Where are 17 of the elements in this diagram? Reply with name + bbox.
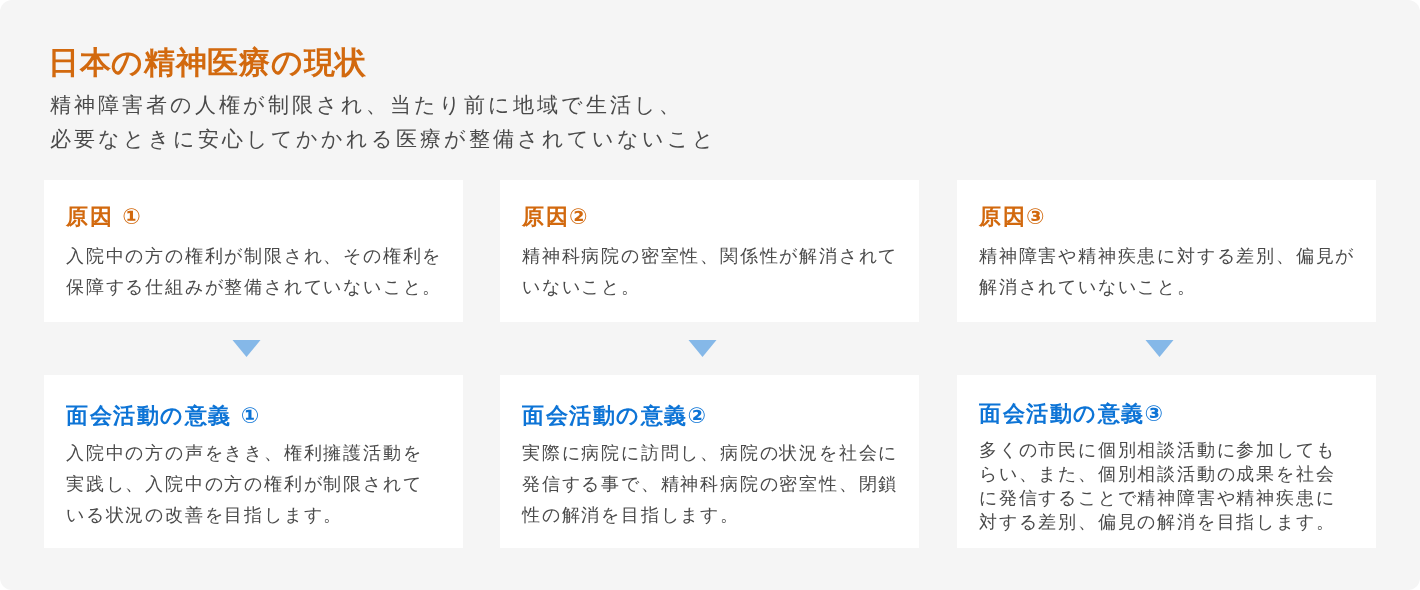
card-text: 精神科病院の密室性、関係性が解消されていないこと。 [522, 243, 900, 299]
down-arrow [688, 340, 717, 357]
card-text: 入院中の方の権利が制限され、その権利を保障する仕組みが整備されていないこと。 [66, 243, 444, 299]
card-heading: 原因 ① [66, 203, 143, 231]
page-title: 日本の精神医療の現状 [48, 43, 367, 82]
card-text: 精神障害や精神疾患に対する差別、偏見が解消されていないこと。 [979, 243, 1357, 299]
card-heading: 原因③ [979, 203, 1047, 231]
down-arrow [1145, 340, 1174, 357]
card-heading: 原因② [522, 203, 590, 231]
subtitle: 精神障害者の人権が制限され、当たり前に地域で生活し、必要なときに安心してかかれる医療が整備されていないこと [50, 92, 717, 153]
down-arrow [232, 340, 261, 357]
card-heading: 面会活動の意義 ① [66, 402, 261, 430]
card-text: 実際に病院に訪問し、病院の状況を社会に発信する事で、精神科病院の密室性、閉鎖性の解消を目指します。 [522, 440, 900, 527]
card-text: 入院中の方の声をきき、権利擁護活動を実践し、入院中の方の権利が制限されている状況の改善を目指します。 [66, 440, 424, 527]
card-heading: 面会活動の意義② [522, 402, 708, 430]
card-text: 多くの市民に個別相談活動に参加してもらい、また、個別相談活動の成果を社会に発信することで精神障害や精神疾患に対する差別、偏見の解消を目指します。 [979, 438, 1337, 534]
card-heading: 面会活動の意義③ [979, 400, 1165, 428]
